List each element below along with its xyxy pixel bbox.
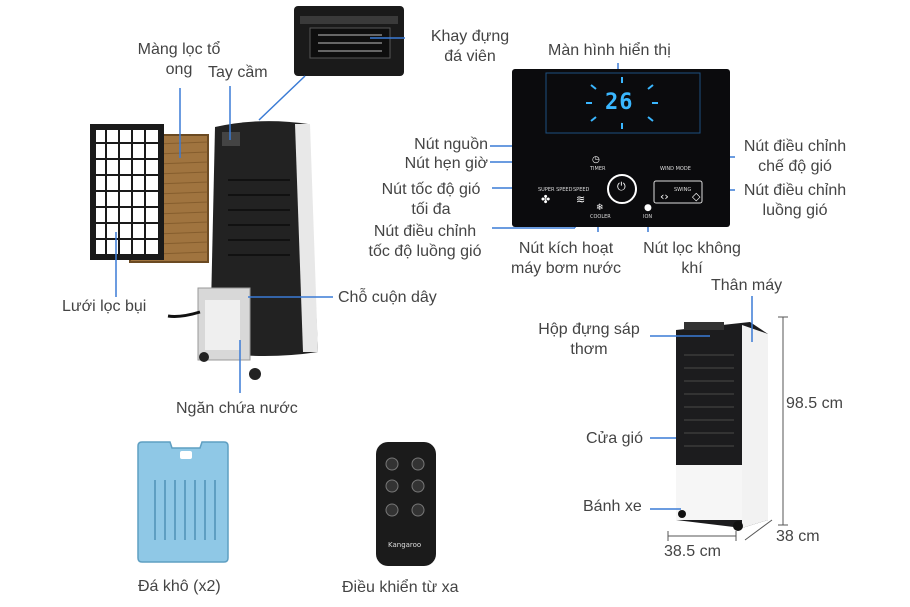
timer-icon: ◷ <box>592 155 600 165</box>
label-timer-button: Nút hẹn giờ <box>404 155 488 172</box>
label-aroma-box-line1: Hộp đựng sáp <box>538 321 640 338</box>
snowflake-icon: ❄ <box>596 203 604 213</box>
label-aroma-box-line2: thơm <box>570 341 608 358</box>
speed-icon: ≋ <box>576 193 586 206</box>
dust-filter-image <box>90 124 164 260</box>
label-ice-tray-line1: Khay đựng <box>430 28 510 45</box>
label-dust-filter: Lưới lọc bụi <box>62 298 147 315</box>
label-aroma-box: Hộp đựng sáp thơm <box>528 320 650 360</box>
panel-cooler-text: COOLER <box>590 214 611 220</box>
remote-brand-text: Kangaroo <box>388 541 422 549</box>
swing-updown-icon: ◇ <box>692 190 701 203</box>
cooler-front-image <box>676 322 768 531</box>
label-airflow-line1: Nút điều chỉnh <box>743 182 847 199</box>
label-handle: Tay cầm <box>208 64 268 81</box>
ion-icon: ● <box>644 203 652 213</box>
label-honeycomb-filter-line1: Màng lọc tổ <box>137 41 221 58</box>
label-wind-mode-line1: Nút điều chỉnh <box>743 138 847 155</box>
dimension-lines <box>667 316 788 541</box>
control-panel-image <box>512 69 730 227</box>
ice-tray-inset-image <box>294 6 404 76</box>
fan-icon: ✤ <box>541 193 551 206</box>
label-depth-dimension: 38 cm <box>776 528 820 545</box>
label-max-speed-line1: Nút tốc độ gió <box>381 181 481 198</box>
panel-super-speed-text: SUPER SPEED <box>538 187 573 193</box>
label-water-tank: Ngăn chứa nước <box>176 400 298 417</box>
label-wind-mode-button: Nút điều chỉnh chế độ gió <box>734 137 856 177</box>
label-air-filter-line2: khí <box>681 260 703 277</box>
remote-image <box>376 442 436 566</box>
label-remote: Điều khiển từ xa <box>342 579 459 596</box>
label-display-screen: Màn hình hiển thị <box>548 42 671 59</box>
label-airflow-speed-button: Nút điều chỉnh tốc độ luồng gió <box>358 222 492 262</box>
label-pump-button: Nút kích hoạt máy bơm nước <box>502 239 630 279</box>
panel-speed-text: SPEED <box>573 187 590 193</box>
label-air-filter-line1: Nút lọc không <box>643 240 741 257</box>
label-airflow-button: Nút điều chỉnh luồng gió <box>734 181 856 221</box>
panel-wind-mode-text: WIND MODE <box>660 166 691 172</box>
label-wind-mode-line2: chế độ gió <box>758 158 832 175</box>
power-button-ring <box>607 174 637 204</box>
label-honeycomb-filter-line2: ong <box>165 61 193 78</box>
label-honeycomb-filter: Màng lọc tổ ong <box>124 40 234 80</box>
panel-swing-text: SWING <box>674 187 692 193</box>
label-air-outlet: Cửa gió <box>586 430 643 447</box>
label-pump-line2: máy bơm nước <box>511 260 621 277</box>
panel-graphics <box>545 72 703 204</box>
swing-left-icon: ‹› <box>660 190 669 203</box>
label-body: Thân máy <box>711 277 783 294</box>
panel-display-value: 26 <box>605 90 634 115</box>
label-wheel: Bánh xe <box>583 498 642 515</box>
label-height-dimension: 98.5 cm <box>786 395 843 412</box>
label-airflow-line2: luồng gió <box>762 202 828 219</box>
panel-ion-text: ION <box>643 214 653 220</box>
label-ice-tray: Khay đựng đá viên <box>420 27 520 67</box>
label-airflow-speed-line1: Nút điều chỉnh <box>373 223 477 240</box>
label-ice-packs: Đá khô (x2) <box>138 578 221 595</box>
power-icon: ⏻ <box>617 180 626 193</box>
label-max-speed-button: Nút tốc độ gió tối đa <box>372 180 490 220</box>
label-airflow-speed-line2: tốc độ luồng gió <box>368 243 482 260</box>
label-air-filter-button: Nút lọc không khí <box>634 239 750 279</box>
label-width-dimension: 38.5 cm <box>664 543 721 560</box>
panel-timer-text: TIMER <box>590 166 606 172</box>
label-max-speed-line2: tối đa <box>411 201 451 218</box>
label-power-button: Nút nguồn <box>414 136 488 153</box>
ice-pack-image <box>137 441 229 563</box>
label-ice-tray-line2: đá viên <box>444 48 496 65</box>
label-pump-line1: Nút kích hoạt <box>518 240 614 257</box>
label-cord-holder: Chỗ cuộn dây <box>338 289 437 306</box>
